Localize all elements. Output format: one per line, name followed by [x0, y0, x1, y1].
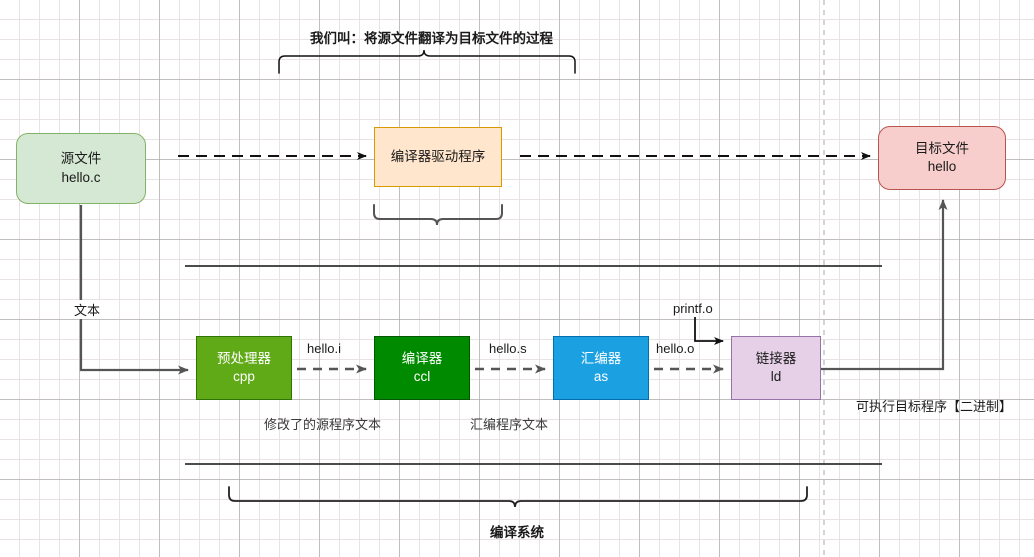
edge-label-hello-o: hello.o	[656, 341, 695, 356]
node-linker-line1: 链接器	[755, 350, 797, 366]
node-compiler[interactable]: 编译器 ccl	[374, 336, 470, 400]
diagram-title: 我们叫：将源文件翻译为目标文件的过程	[310, 31, 553, 46]
edge-source-to-preprocessor	[79, 205, 189, 375]
label-assembly-text: 汇编程序文本	[470, 417, 549, 432]
label-compilation-system: 编译系统	[490, 525, 544, 540]
node-linker[interactable]: 链接器 ld	[731, 336, 821, 400]
edge-label-hello-s: hello.s	[489, 341, 527, 356]
brace-translation-process	[278, 49, 576, 74]
label-modified-source-text: 修改了的源程序文本	[264, 417, 382, 432]
node-compiler-driver[interactable]: 编译器驱动程序	[374, 127, 502, 187]
brace-compilation-system	[228, 486, 808, 508]
edge-ld-to-target	[821, 199, 948, 371]
brace-compiler-driver	[373, 204, 503, 226]
edge-label-text: 文本	[72, 300, 103, 319]
node-source-file-line1: 源文件	[60, 151, 102, 167]
node-preprocessor-line2: cpp	[233, 369, 255, 384]
node-target-file[interactable]: 目标文件 hello	[878, 126, 1006, 190]
edge-printfo-to-ld	[694, 317, 724, 345]
node-target-file-line1: 目标文件	[915, 140, 969, 156]
edge-label-printf-o: printf.o	[673, 301, 713, 316]
node-compiler-line2: ccl	[413, 369, 431, 384]
node-linker-line2: ld	[770, 369, 782, 384]
node-assembler[interactable]: 汇编器 as	[553, 336, 649, 400]
node-compiler-line1: 编译器	[401, 350, 443, 366]
node-preprocessor[interactable]: 预处理器 cpp	[196, 336, 292, 400]
node-preprocessor-line1: 预处理器	[217, 350, 271, 366]
node-assembler-line1: 汇编器	[580, 350, 622, 366]
node-source-file[interactable]: 源文件 hello.c	[16, 133, 146, 204]
node-assembler-line2: as	[593, 369, 609, 384]
node-target-file-line2: hello	[927, 159, 957, 174]
edge-label-hello-i: hello.i	[307, 341, 341, 356]
node-compiler-driver-line1: 编译器驱动程序	[390, 148, 486, 164]
label-executable-binary: 可执行目标程序【二进制】	[856, 399, 1013, 414]
node-source-file-line2: hello.c	[61, 169, 101, 185]
